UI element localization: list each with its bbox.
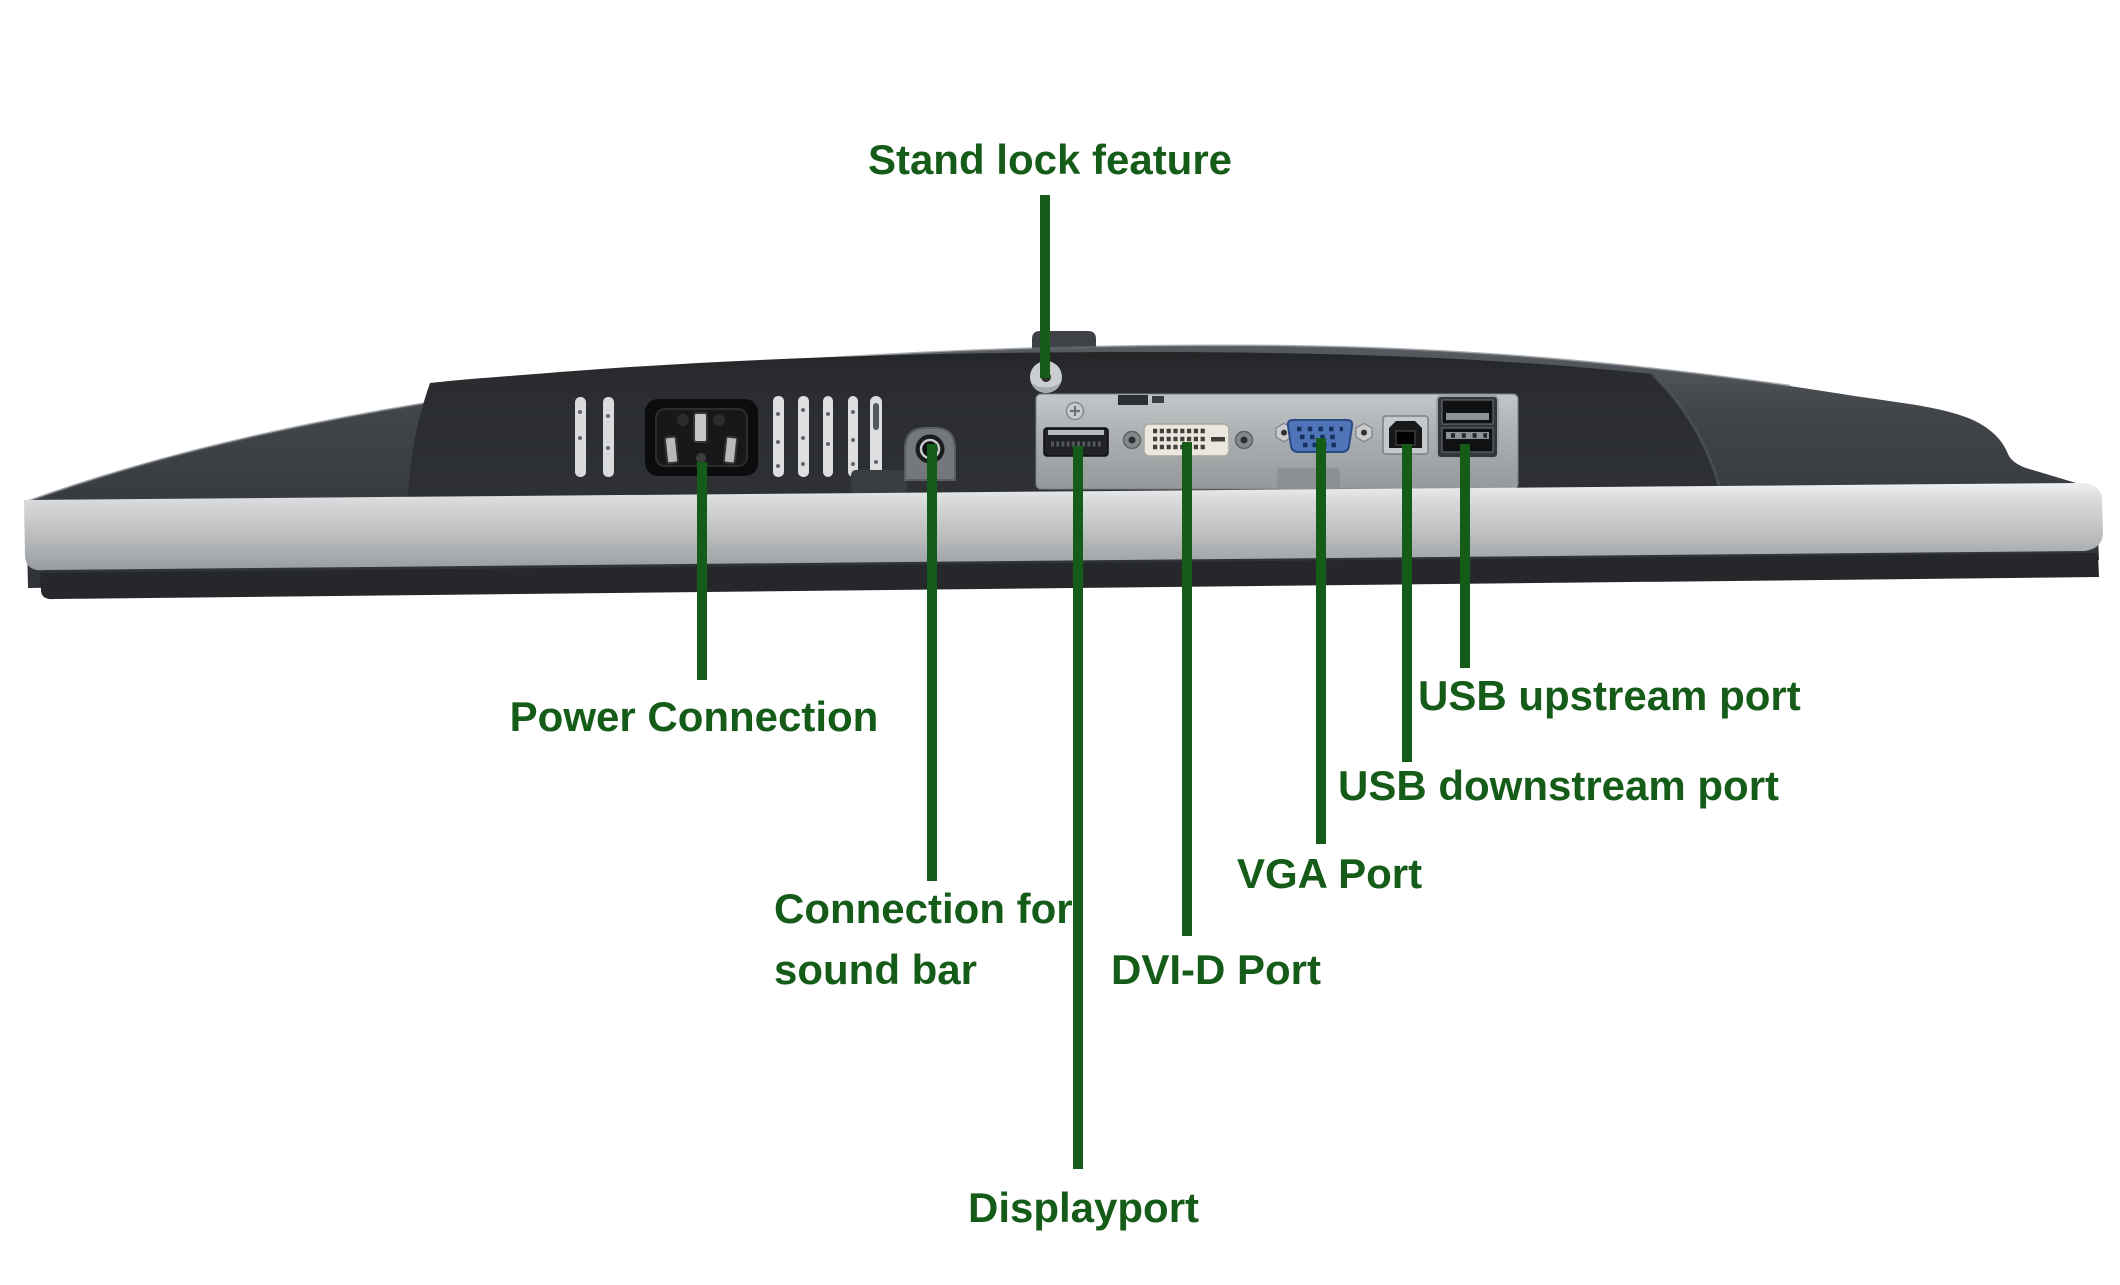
power-label: Power Connection — [509, 693, 879, 740]
dvi-label: DVI-D Port — [1111, 946, 1321, 993]
power-leader-line — [697, 462, 707, 680]
usb-type-b-connector — [1382, 415, 1429, 455]
usb-upstream-leader-line — [1460, 444, 1470, 668]
vga-connector — [1275, 419, 1373, 453]
vga-label: VGA Port — [1237, 850, 1423, 897]
vent-slots-left — [575, 397, 614, 477]
soundbar-label: Connection for sound bar — [774, 885, 1073, 993]
usb-upstream-label: USB upstream port — [1418, 672, 1801, 719]
displayport-label: Displayport — [968, 1184, 1200, 1231]
stand-lock-leader-line — [1040, 195, 1050, 378]
dvi-d-connector — [1122, 423, 1254, 457]
recess-clip-tab — [851, 470, 907, 494]
power-inlet — [645, 399, 758, 476]
dvi-leader-line — [1182, 442, 1192, 936]
usb-downstream-leader-line — [1402, 444, 1412, 762]
body-edge-highlight — [25, 344, 1791, 504]
vent-slots-right — [773, 396, 882, 477]
vga-leader-line — [1316, 438, 1326, 844]
usb-downstream-label: USB downstream port — [1338, 762, 1780, 809]
stand-lock-label: Stand lock feature — [867, 136, 1233, 183]
displayport-connector — [1043, 427, 1109, 457]
bezel-bottom-strip — [40, 553, 2099, 600]
displayport-leader-line — [1073, 446, 1083, 1169]
panel-screw — [1065, 401, 1085, 421]
front-bezel — [24, 482, 2103, 571]
soundbar-leader-line — [927, 444, 937, 881]
